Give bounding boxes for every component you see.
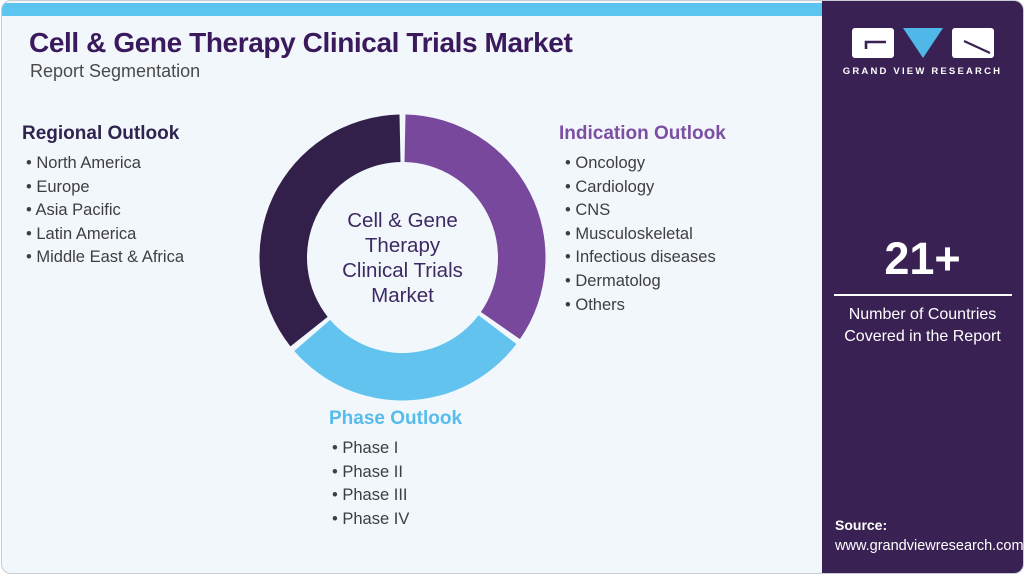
phase-outlook-header: Phase Outlook <box>329 408 463 429</box>
top-accent-bar <box>2 3 823 16</box>
indication-outlook-list: OncologyCardiologyCNSMusculoskeletalInfe… <box>559 152 726 317</box>
list-item: Latin America <box>26 223 184 247</box>
list-item: Europe <box>26 176 184 200</box>
regional-outlook-list: North AmericaEuropeAsia PacificLatin Ame… <box>22 152 184 270</box>
list-item: Asia Pacific <box>26 199 184 223</box>
logo-v-icon <box>902 28 943 58</box>
brand-logo: GRAND VIEW RESEARCH <box>822 28 1023 77</box>
donut-center-label: Cell & Gene Therapy Clinical Trials Mark… <box>342 208 463 307</box>
list-item: Musculoskeletal <box>565 223 726 247</box>
source-label: Source: <box>835 517 888 533</box>
page-title: Cell & Gene Therapy Clinical Trials Mark… <box>29 27 573 58</box>
indication-outlook-section: Indication Outlook OncologyCardiologyCNS… <box>559 123 726 317</box>
stat-divider <box>833 294 1012 296</box>
list-item: Dermatolog <box>565 270 726 294</box>
list-item: CNS <box>565 199 726 223</box>
logo-r-icon <box>951 28 994 58</box>
stat-block: 21+ Number of Countries Covered in the R… <box>822 233 1023 347</box>
gvr-logo-icon <box>822 28 1023 59</box>
donut-segment-phase-outlook <box>294 315 517 401</box>
regional-outlook-header: Regional Outlook <box>22 123 180 144</box>
source-block: Source: www.grandviewresearch.com <box>835 515 1024 557</box>
phase-outlook-list: Phase IPhase IIPhase IIIPhase IV <box>329 437 462 531</box>
list-item: Infectious diseases <box>565 246 726 270</box>
phase-outlook-section: Phase Outlook Phase IPhase IIPhase IIIPh… <box>329 408 462 531</box>
source-url: www.grandviewresearch.com <box>835 538 1024 554</box>
list-item: Middle East & Africa <box>26 246 184 270</box>
list-item: North America <box>26 152 184 176</box>
list-item: Phase I <box>332 437 462 461</box>
donut-chart-svg <box>259 114 546 401</box>
regional-outlook-section: Regional Outlook North AmericaEuropeAsia… <box>22 123 184 270</box>
page-subtitle: Report Segmentation <box>30 61 201 81</box>
list-item: Cardiology <box>565 176 726 200</box>
donut-segment-indication-outlook <box>404 114 546 340</box>
list-item: Phase III <box>332 484 462 508</box>
donut-chart: Cell & Gene Therapy Clinical Trials Mark… <box>257 112 548 403</box>
brand-wordmark: GRAND VIEW RESEARCH <box>842 66 1003 77</box>
list-item: Phase IV <box>332 508 462 532</box>
list-item: Others <box>565 294 726 318</box>
stat-value: 21+ <box>884 233 961 284</box>
list-item: Oncology <box>565 152 726 176</box>
list-item: Phase II <box>332 461 462 485</box>
donut-segment-regional-outlook <box>259 114 401 347</box>
indication-outlook-header: Indication Outlook <box>559 123 726 144</box>
logo-g-icon <box>851 28 894 58</box>
sidebar: GRAND VIEW RESEARCH 21+ Number of Countr… <box>822 1 1023 573</box>
stat-caption: Number of Countries Covered in the Repor… <box>844 306 1001 345</box>
